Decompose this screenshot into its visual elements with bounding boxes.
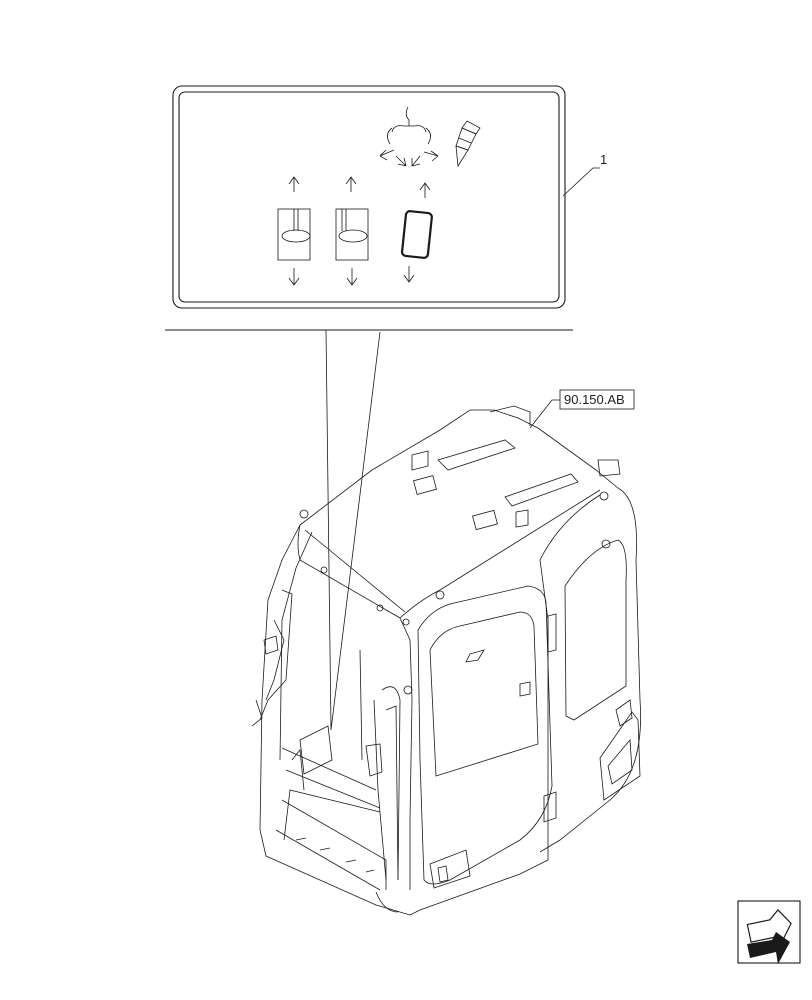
up-arrow-icons xyxy=(288,176,431,198)
detail-pointer xyxy=(165,329,573,731)
next-page-arrow-icon[interactable] xyxy=(737,900,801,964)
reference-code-label: 90.150.AB xyxy=(564,392,625,407)
decal-detail-panel xyxy=(172,85,566,309)
pencil-icon xyxy=(455,120,481,168)
bucket-claw-icon xyxy=(379,106,439,167)
operator-cab xyxy=(251,405,641,916)
down-arrow-icons xyxy=(288,266,415,286)
callout-1: 1 xyxy=(562,152,607,197)
decal-middle-icon xyxy=(335,208,369,261)
reference-callout: 90.150.AB xyxy=(529,389,635,429)
decal-right-icon xyxy=(400,210,433,259)
decal-left-icon xyxy=(277,208,311,261)
callout-1-label: 1 xyxy=(600,152,607,167)
